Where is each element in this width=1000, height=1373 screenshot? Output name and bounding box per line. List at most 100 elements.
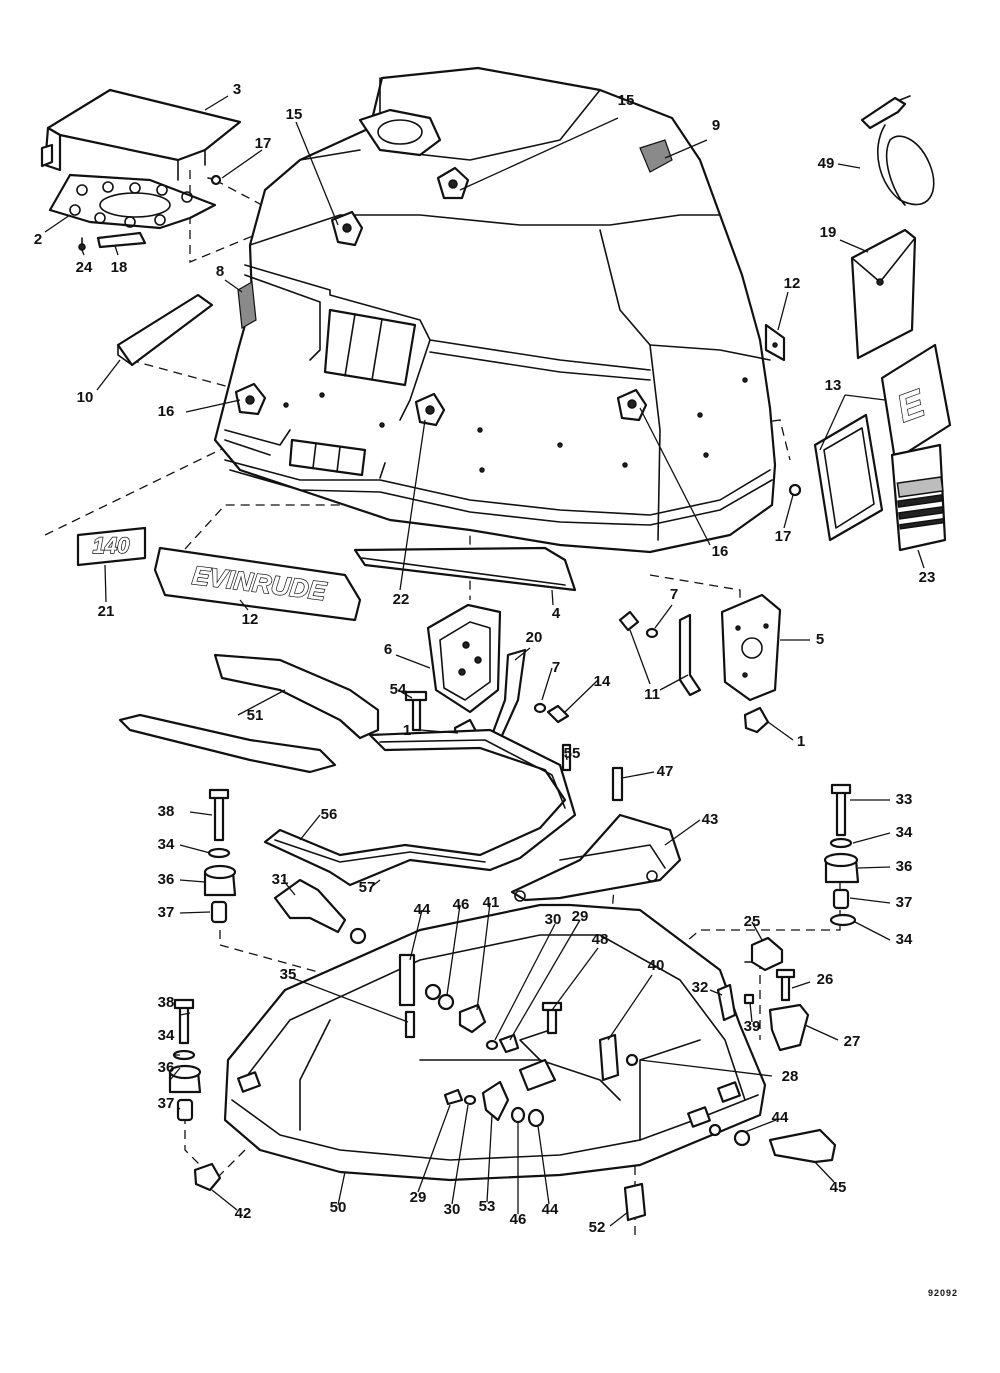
bolt-38a (213, 793, 225, 842)
strip-18 (96, 231, 147, 249)
callout-1: 1 (797, 733, 805, 750)
clamp-41 (458, 1003, 487, 1034)
callout-7: 7 (552, 659, 560, 676)
bracket-32 (716, 983, 737, 1022)
screw-17a (210, 174, 222, 186)
callout-20: 20 (526, 629, 543, 646)
engine-cover (213, 66, 786, 554)
washer-34b (829, 837, 853, 849)
callout-15: 15 (618, 92, 635, 109)
grommet-1b (743, 706, 770, 734)
callout-13: 13 (825, 377, 842, 394)
callout-16: 16 (712, 543, 729, 560)
plate-5 (720, 593, 782, 702)
decals (76, 526, 362, 622)
callout-29: 29 (572, 908, 589, 925)
callout-32: 32 (692, 979, 709, 996)
callout-34: 34 (896, 931, 913, 948)
callout-25: 25 (744, 913, 761, 930)
callout-14: 14 (594, 673, 611, 690)
washer-7a (645, 627, 659, 639)
callout-11: 11 (644, 686, 660, 703)
callout-55: 55 (564, 745, 581, 762)
pouch-19 (850, 228, 917, 360)
clip-52 (623, 1182, 647, 1222)
callout-34: 34 (158, 836, 175, 853)
mount-hardware (168, 783, 860, 1122)
washer-34d (829, 913, 857, 927)
callout-labels: 3 2 24 18 17 15 15 9 49 19 8 12 10 16 13… (34, 81, 936, 1236)
screw-35 (404, 1010, 416, 1039)
callout-16: 16 (158, 403, 175, 420)
washer-46b (510, 1106, 526, 1124)
callout-50: 50 (330, 1199, 347, 1216)
sleeve-37b (832, 888, 850, 910)
callout-37: 37 (896, 894, 913, 911)
bracket-44a (398, 953, 416, 1007)
decal-140 (76, 526, 147, 567)
callout-48: 48 (592, 931, 609, 948)
sound-pad-9 (639, 139, 673, 173)
bracket-27 (768, 1003, 810, 1052)
reference-code: 92092 (928, 1288, 958, 1298)
callout-34: 34 (896, 824, 913, 841)
screw-54 (411, 696, 422, 732)
callout-44: 44 (542, 1201, 559, 1218)
seals-and-handle (118, 653, 624, 887)
access-door-assembly (40, 88, 242, 251)
plug-28 (625, 1053, 639, 1067)
bushing-53 (481, 1080, 510, 1122)
callout-1: 1 (403, 722, 411, 739)
callout-26: 26 (817, 971, 834, 988)
callout-27: 27 (844, 1033, 861, 1050)
callout-4: 4 (552, 605, 561, 622)
callout-33: 33 (896, 791, 913, 808)
callout-21: 21 (98, 603, 115, 620)
callout-49: 49 (818, 155, 835, 172)
handle-45 (768, 1128, 837, 1164)
callout-18: 18 (111, 259, 128, 276)
callout-36: 36 (158, 871, 175, 888)
cover-holes (283, 377, 748, 473)
right-top-parts (788, 95, 952, 552)
callout-46: 46 (510, 1211, 527, 1228)
bolt-33 (835, 788, 847, 837)
callout-51: 51 (247, 707, 264, 724)
callout-24: 24 (76, 259, 93, 276)
leader-lines (44, 95, 925, 1227)
sound-pad-8 (237, 281, 257, 329)
bolt-38b (178, 1003, 190, 1045)
washer-7b (533, 702, 547, 714)
callout-6: 6 (384, 641, 392, 658)
screw-14b (546, 704, 570, 724)
screw-39 (743, 993, 755, 1005)
callout-44: 44 (414, 901, 431, 918)
left-small-parts (116, 293, 214, 367)
screw-29a (498, 1033, 520, 1054)
callout-3: 3 (233, 81, 241, 98)
washer-31 (349, 927, 367, 945)
cable-handle-49 (860, 96, 907, 130)
access-door-3 (46, 88, 242, 162)
callout-40: 40 (648, 957, 665, 974)
callout-57: 57 (359, 879, 376, 896)
callout-19: 19 (820, 224, 837, 241)
callout-44: 44 (772, 1109, 789, 1126)
callout-34: 34 (158, 1027, 175, 1044)
callout-39: 39 (744, 1018, 761, 1035)
callout-17: 17 (775, 528, 792, 545)
callout-7: 7 (670, 586, 678, 603)
bracket-6 (426, 603, 502, 714)
callout-8: 8 (216, 263, 224, 280)
callout-2: 2 (34, 231, 42, 248)
callout-31: 31 (272, 871, 289, 888)
frame-13 (813, 413, 884, 542)
callout-9: 9 (712, 117, 720, 134)
bracket-40 (598, 1033, 620, 1082)
screw-14a (618, 610, 640, 632)
callout-37: 37 (158, 1095, 175, 1112)
screw-24 (78, 243, 86, 251)
callout-38: 38 (158, 994, 175, 1011)
handle-31 (273, 878, 347, 934)
